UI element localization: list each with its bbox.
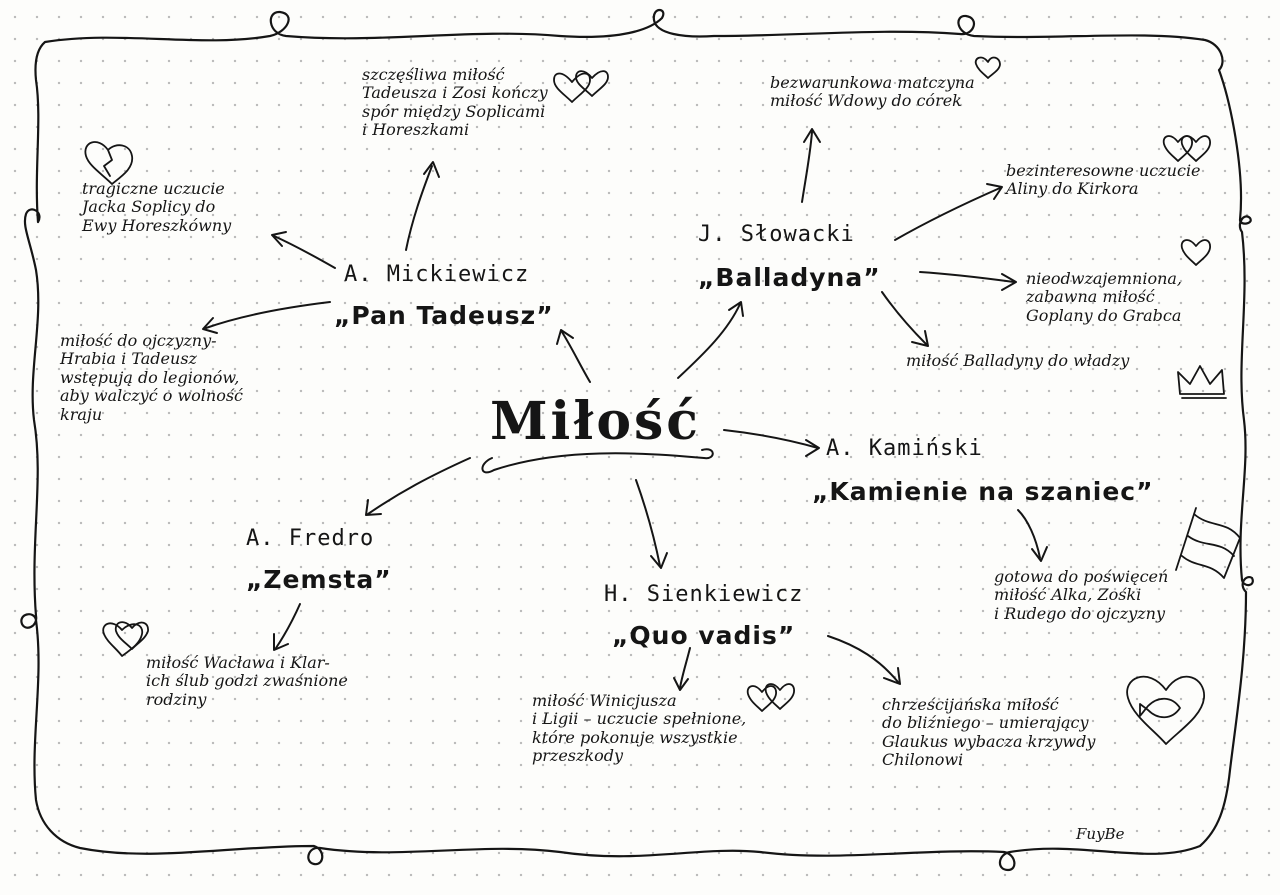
- heart-icon: [764, 683, 795, 710]
- note-fredro-slub: miłość Wacława i Klar- ich ślub godzi zw…: [146, 653, 348, 709]
- heart-icon: [1180, 135, 1211, 162]
- arrowhead-slow-power: [911, 330, 929, 347]
- heart-icon: [746, 685, 777, 712]
- arrow-sienk-right: [827, 635, 899, 683]
- note-slow-wdowa: bezwarunkowa matczyna miłość Wdowy do có…: [770, 73, 975, 111]
- note-sienk-winicjusz: miłość Winicjusza i Ligii – uczucie speł…: [532, 691, 747, 766]
- heart-icon: [1162, 135, 1193, 162]
- work-balladyna: „Balladyna”: [698, 263, 881, 292]
- note-mick-zosia: szczęśliwa miłość Tadeusza i Zosi kończy…: [362, 65, 548, 140]
- arrowhead-mickiewicz: [556, 329, 574, 345]
- arrowhead-slow-goplana: [1001, 273, 1017, 291]
- author-kaminski: A. Kamiński: [826, 436, 983, 461]
- arrow-slow-power: [881, 291, 927, 345]
- note-sienk-glaukus: chrześcijańska miłość do bliźniego – umi…: [882, 695, 1096, 770]
- arrowhead-kam-down: [1031, 546, 1048, 562]
- work-zemsta: „Zemsta”: [246, 565, 392, 594]
- author-sienkiewicz: H. Sienkiewicz: [604, 582, 804, 607]
- work-quo-vadis: „Quo vadis”: [612, 621, 796, 650]
- fish-in-heart-icon: [1126, 675, 1205, 745]
- heart-icon: [553, 72, 591, 103]
- central-topic: Miłość: [490, 391, 701, 452]
- arrow-slow-top: [801, 131, 813, 203]
- arrow-mick-down: [205, 301, 331, 329]
- arrow-kam-down: [1017, 509, 1041, 559]
- arrowhead-sienk-left: [673, 677, 689, 691]
- arrow-slow-alina: [894, 187, 1001, 241]
- author-slowacki: J. Słowacki: [698, 222, 855, 247]
- note-slow-wladza: miłość Balladyny do władzy: [906, 351, 1130, 370]
- heart-icon: [1180, 239, 1211, 266]
- broken-heart-icon: [84, 141, 134, 185]
- arrowhead-mick-left: [271, 231, 287, 247]
- heart-icon: [974, 56, 1001, 79]
- author-fredro: A. Fredro: [246, 526, 375, 551]
- signature: FuyBe: [1076, 825, 1125, 843]
- arrowhead-fredro: [365, 499, 382, 516]
- work-kamienie-na-szaniec: „Kamienie na szaniec”: [812, 477, 1154, 506]
- author-mickiewicz: A. Mickiewicz: [344, 262, 530, 287]
- arrowhead-slow-top: [803, 128, 821, 143]
- heart-icon: [114, 621, 149, 650]
- arrow-to-fredro: [367, 457, 471, 515]
- arrow-mick-top: [405, 165, 433, 251]
- crown-icon: [1177, 365, 1227, 399]
- arrowhead-sienkiewicz: [650, 552, 668, 569]
- arrow-sienk-left: [679, 647, 691, 689]
- flag-icon: [1175, 507, 1241, 579]
- arrowhead-sienk-right: [883, 667, 901, 685]
- arrow-slow-goplana: [919, 271, 1015, 283]
- arrowhead-kaminski: [805, 439, 820, 457]
- arrow-fredro-down: [275, 603, 301, 649]
- arrow-to-mickiewicz: [561, 331, 591, 383]
- decorative-border: [20, 8, 1254, 872]
- arrow-to-kaminski: [723, 429, 819, 449]
- arrowhead-mick-down: [202, 317, 218, 334]
- note-slow-alina: bezinteresowne uczucie Aliny do Kirkora: [1006, 161, 1201, 199]
- note-slow-goplana: nieodwzajemniona, zabawna miłość Goplany…: [1026, 269, 1183, 325]
- arrowhead-slow-alina: [986, 183, 1003, 200]
- heart-icon: [575, 70, 609, 97]
- arrowhead-mick-top: [423, 161, 440, 178]
- work-pan-tadeusz: „Pan Tadeusz”: [334, 301, 554, 330]
- note-mick-ojczyzna: miłość do ojczyzny- Hrabia i Tadeusz wst…: [60, 331, 244, 424]
- arrow-to-sienkiewicz: [635, 479, 661, 567]
- note-mick-jacek: tragiczne uczucie Jacka Soplicy do Ewy H…: [82, 179, 232, 235]
- heart-icon: [102, 622, 144, 657]
- central-underline: [481, 448, 714, 474]
- note-kam-ojczyzna: gotowa do poświęceń miłość Alka, Zośki i…: [994, 567, 1169, 623]
- arrow-mick-left: [273, 235, 336, 269]
- arrowhead-fredro-down: [273, 633, 289, 651]
- arrowhead-slowacki: [728, 301, 744, 317]
- arrow-to-slowacki: [677, 303, 741, 379]
